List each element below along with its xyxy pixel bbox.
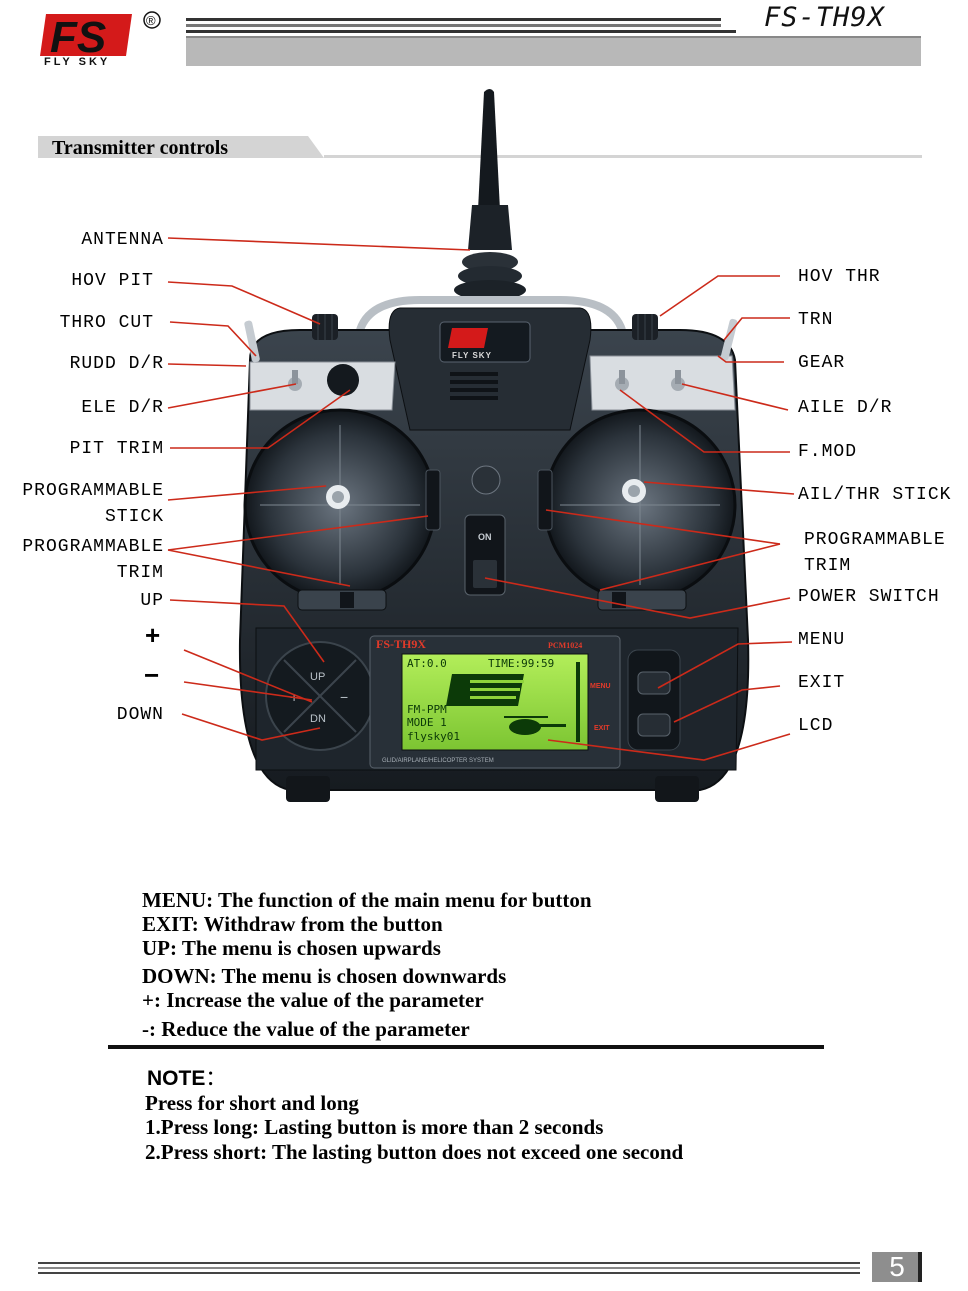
logo-brand-name: FLY SKY (44, 56, 110, 66)
callout-minus: − (144, 660, 161, 690)
callout-up: UP (140, 591, 164, 611)
pad-up-label: UP (310, 671, 325, 683)
desc-exit: EXIT: Withdraw from the button (142, 912, 443, 936)
aile-dr-switch[interactable] (671, 370, 685, 391)
right-switch-panel (589, 355, 736, 411)
lcd-line-1: AT:0.0 (407, 657, 447, 670)
section-tab (38, 136, 922, 158)
exit-button[interactable] (637, 713, 671, 737)
note-line-1: Press for short and long (145, 1091, 359, 1115)
desc-up: UP: The menu is chosen upwards (142, 936, 441, 960)
center-logo-text: FLY SKY (452, 351, 492, 360)
section-divider (108, 1045, 824, 1049)
callout-programmable-trim-1: PROGRAMMABLE (22, 537, 164, 557)
hov-thr-knob[interactable] (632, 314, 658, 340)
hov-pit-knob[interactable] (312, 314, 338, 340)
callout-programmable-trim-right-2: TRIM (804, 556, 852, 576)
callout-down: DOWN (116, 705, 164, 725)
callout-pit-trim: PIT TRIM (69, 439, 164, 459)
lcd-menu-label: MENU (590, 683, 611, 690)
callout-ele-dr: ELE D/R (81, 398, 164, 418)
flysky-logo: FS FLY SKY ® (40, 11, 161, 66)
callout-leader-lines (167, 237, 795, 761)
thro-cut-switch[interactable] (244, 320, 261, 363)
callout-gear: GEAR (798, 353, 846, 373)
page-number: 5 (889, 1251, 905, 1282)
speaker-grille (450, 372, 498, 400)
lcd-line-3: MODE 1 (407, 716, 447, 729)
footer-stripes (38, 1252, 922, 1282)
callout-programmable-trim-2: TRIM (116, 563, 164, 583)
note-heading: NOTE： (147, 1067, 227, 1090)
foot-left (286, 776, 330, 802)
callout-programmable-stick-2: STICK (104, 507, 164, 527)
callout-aile-dr: AILE D/R (798, 398, 893, 418)
section-title: Transmitter controls (52, 137, 229, 159)
callout-plus: + (145, 620, 162, 650)
callout-power-switch: POWER SWITCH (798, 587, 940, 607)
callout-menu: MENU (798, 630, 846, 650)
desc-menu: MENU: The function of the main menu for … (142, 888, 592, 912)
left-vertical-trim[interactable] (425, 469, 441, 531)
callout-rudd-dr: RUDD D/R (69, 354, 164, 374)
lcd-helicopter-icon (504, 716, 566, 735)
right-horizontal-trim[interactable] (597, 589, 687, 611)
pad-minus-label: − (340, 689, 348, 705)
desc-minus: -: Reduce the value of the parameter (142, 1017, 470, 1041)
f-mod-switch[interactable] (615, 370, 629, 391)
registered-mark: ® (146, 13, 156, 28)
menu-button[interactable] (637, 671, 671, 695)
callout-programmable-trim-right-1: PROGRAMMABLE (804, 530, 946, 550)
logo-letters: FS (50, 13, 106, 62)
foot-right (655, 776, 699, 802)
lcd-time: TIME:99:59 (488, 657, 554, 670)
right-stick-gimbal[interactable] (543, 408, 737, 602)
desc-down: DOWN: The menu is chosen downwards (142, 964, 507, 988)
lcd-footer-text: GLID/AIRPLANE/HELICOPTER SYSTEM (382, 758, 494, 764)
pad-dn-label: DN (310, 713, 326, 725)
left-stick-gimbal[interactable] (243, 408, 437, 602)
model-title: FS-TH9X (764, 2, 885, 33)
header-stripes (186, 18, 921, 66)
callout-antenna: ANTENNA (81, 230, 164, 250)
center-emblem (471, 465, 501, 495)
carry-handle (356, 296, 626, 332)
callout-hov-thr: HOV THR (798, 267, 881, 287)
note-line-3: 2.Press short: The lasting button does n… (145, 1140, 684, 1164)
callout-programmable-stick-1: PROGRAMMABLE (22, 481, 164, 501)
callout-lcd: LCD (798, 716, 834, 736)
antenna (454, 89, 526, 300)
callout-f-mod: F.MOD (798, 442, 858, 462)
right-vertical-trim[interactable] (537, 469, 553, 531)
left-switch-panel (249, 361, 396, 411)
navigation-pad[interactable]: UP DN + − (265, 641, 375, 751)
pit-trim-knob[interactable] (327, 364, 359, 396)
lcd-scrollbar (576, 662, 580, 742)
callout-hov-pit: HOV PIT (71, 271, 154, 291)
note-line-2: 1.Press long: Lasting button is more tha… (145, 1115, 604, 1139)
lcd-exit-label: EXIT (594, 725, 610, 732)
lcd-line-2: FM-PPM (407, 703, 447, 716)
callout-exit: EXIT (798, 673, 846, 693)
lcd-bezel-title: FS-TH9X (376, 637, 426, 651)
desc-plus: +: Increase the value of the parameter (142, 988, 484, 1012)
callout-ail-thr-stick: AIL/THR STICK (798, 485, 952, 505)
svg-text:ON: ON (478, 532, 492, 542)
callout-thro-cut: THRO CUT (59, 313, 154, 333)
lcd-bezel-badge: PCM1024 (548, 641, 582, 650)
lcd-line-4: flysky01 (407, 730, 460, 743)
power-switch[interactable]: ON (464, 514, 506, 596)
callout-trn: TRN (798, 310, 834, 330)
